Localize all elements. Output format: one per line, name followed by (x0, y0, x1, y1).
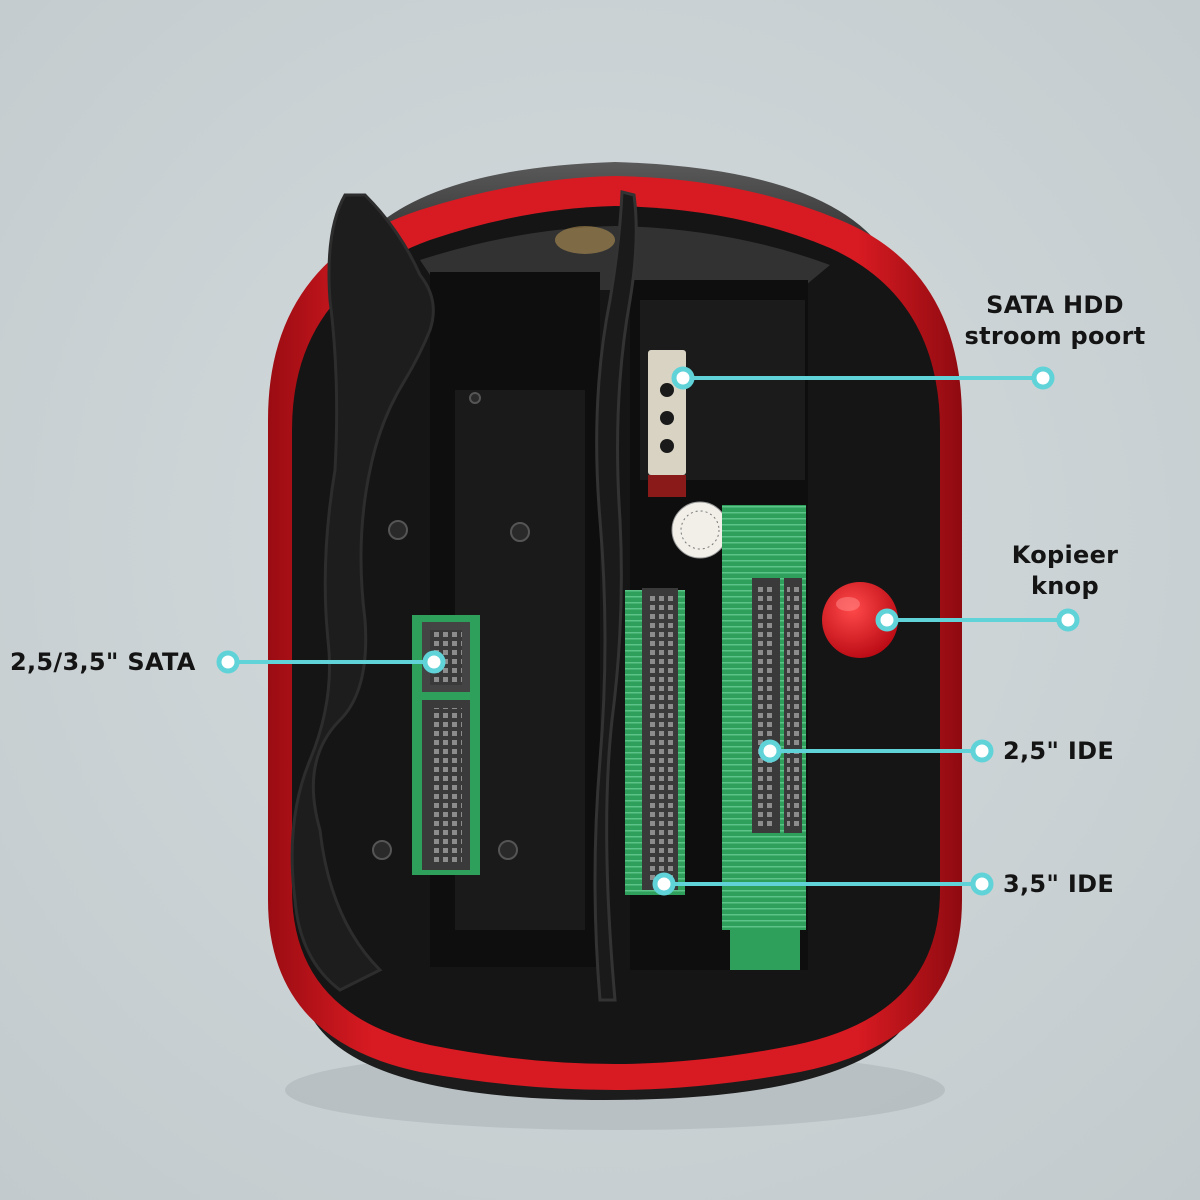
label-copy-button-line2: knop (1031, 572, 1099, 600)
left-flap (290, 193, 435, 992)
sata-power-holes (660, 383, 674, 453)
label-sata-power-line2: stroom poort (964, 322, 1146, 350)
callout-lines (228, 376, 1068, 886)
label-sata-power-line1: SATA HDD (986, 291, 1124, 319)
middle-flap (593, 190, 638, 1002)
screws (372, 392, 530, 860)
light-reflection (555, 226, 615, 254)
power-connector-base (648, 475, 686, 497)
label-copy-button-line1: Kopieer (1011, 541, 1119, 569)
label-copy-button: Kopieer knop (990, 540, 1140, 602)
round-sticker (671, 501, 729, 559)
label-sata: 2,5/3,5" SATA (10, 648, 196, 676)
ide25-pcb-bottom (730, 930, 800, 970)
label-ide-35: 3,5" IDE (1003, 870, 1115, 898)
label-ide-25: 2,5" IDE (1003, 737, 1115, 765)
callout-dots (216, 366, 1080, 896)
label-sata-power: SATA HDD stroom poort (955, 290, 1155, 352)
